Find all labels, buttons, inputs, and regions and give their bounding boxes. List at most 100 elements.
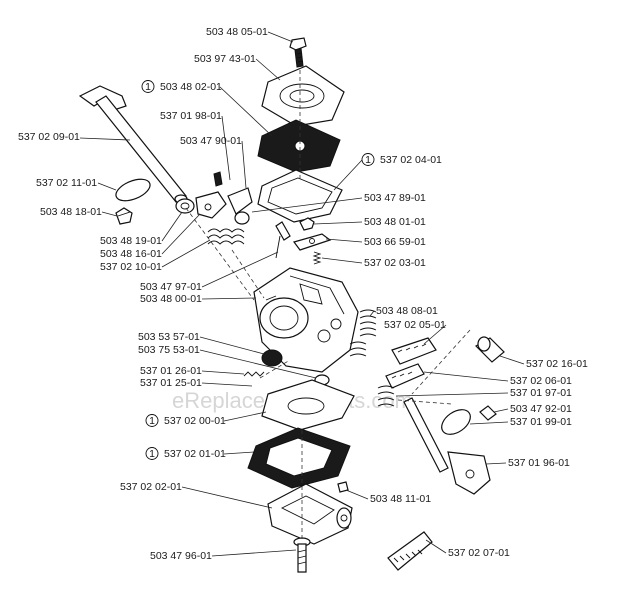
part-number-label: 537 01 99-01 bbox=[510, 416, 572, 428]
callout-c01: 503 48 05-01 bbox=[206, 26, 294, 43]
inlet-lever bbox=[292, 233, 332, 251]
leader-line bbox=[425, 539, 447, 554]
part-number-label: 537 02 03-01 bbox=[364, 257, 426, 269]
throttle-valve bbox=[115, 178, 151, 202]
callout-c08: 537 02 11-01 bbox=[36, 177, 117, 191]
callout-c34: 503 48 11-01 bbox=[345, 489, 431, 505]
leader-line bbox=[201, 251, 279, 288]
part-number-label: 503 47 90-01 bbox=[180, 135, 242, 147]
cover-screw bbox=[293, 537, 311, 573]
leader-line bbox=[485, 462, 507, 465]
leader-line bbox=[79, 137, 131, 141]
part-number-label: 503 47 96-01 bbox=[150, 550, 212, 562]
part-number-label: 503 97 43-01 bbox=[194, 53, 256, 65]
part-number-label: 503 48 18-01 bbox=[40, 206, 102, 218]
part-number-label: 503 48 19-01 bbox=[100, 235, 162, 247]
leader-line bbox=[211, 549, 297, 557]
metering-cover bbox=[267, 481, 353, 545]
leader-line bbox=[313, 221, 363, 225]
metering-diaphragm bbox=[261, 379, 355, 431]
part-number-label: 503 47 97-01 bbox=[140, 281, 202, 293]
leader-line bbox=[161, 213, 201, 255]
part-number-label: 503 48 08-01 bbox=[376, 305, 438, 317]
callout-c26: 537 02 06-01 bbox=[423, 371, 572, 387]
callout-c25: 537 01 25-01 bbox=[140, 377, 253, 389]
leader-line bbox=[423, 324, 447, 345]
part-number-label: 503 47 92-01 bbox=[510, 403, 572, 415]
callout-c11: 503 48 01-01 bbox=[313, 216, 426, 228]
callout-c27: 537 01 97-01 bbox=[395, 387, 572, 399]
kit-marker-number: 1 bbox=[149, 448, 155, 460]
callout-c12: 503 48 19-01 bbox=[100, 211, 183, 247]
callout-c17: 503 47 97-01 bbox=[140, 251, 279, 293]
callout-c28: 503 47 92-01 bbox=[493, 403, 572, 415]
part-number-label: 537 01 25-01 bbox=[140, 377, 202, 389]
part-number-label: 537 01 96-01 bbox=[508, 457, 570, 469]
leader-line bbox=[325, 238, 363, 243]
callout-c09: 503 47 89-01 bbox=[251, 192, 426, 213]
pump-gasket bbox=[257, 169, 343, 223]
leader-line bbox=[161, 239, 211, 268]
metering-gasket bbox=[247, 427, 351, 489]
part-number-label: 503 48 01-01 bbox=[364, 216, 426, 228]
kit-marker-circle bbox=[361, 153, 375, 166]
callout-c19: 503 48 08-01 bbox=[369, 305, 438, 317]
part-number-label: 503 47 89-01 bbox=[364, 192, 426, 204]
lever-screw bbox=[299, 217, 315, 231]
callout-c13: 503 48 16-01 bbox=[100, 213, 201, 260]
kit-marker-circle bbox=[145, 414, 159, 427]
leader-line bbox=[199, 349, 317, 379]
leader-line bbox=[423, 371, 509, 382]
callout-c23: 537 02 16-01 bbox=[499, 355, 588, 370]
part-number-label: 537 02 05-01 bbox=[384, 319, 446, 331]
adjustment-needles bbox=[385, 337, 437, 389]
leader-line bbox=[395, 392, 509, 397]
part-number-label: 537 02 07-01 bbox=[448, 547, 510, 559]
return-spring bbox=[207, 228, 245, 245]
leader-line bbox=[161, 211, 183, 242]
leader-line bbox=[97, 182, 117, 191]
inlet-spring bbox=[312, 251, 322, 265]
top-screw bbox=[289, 37, 307, 68]
part-number-label: 537 02 16-01 bbox=[526, 358, 588, 370]
callout-c15: 537 02 10-01 bbox=[100, 239, 211, 273]
idle-spring bbox=[377, 385, 395, 407]
part-number-label: 537 02 04-01 bbox=[380, 154, 442, 166]
callout-c33: 537 02 02-01 bbox=[120, 481, 273, 509]
leader-line bbox=[223, 411, 267, 422]
callout-c24: 537 01 26-01 bbox=[140, 365, 245, 377]
part-number-label: 537 02 02-01 bbox=[120, 481, 182, 493]
part-number-label: 537 01 26-01 bbox=[140, 365, 202, 377]
leader-line bbox=[201, 297, 257, 300]
callout-c10: 503 48 18-01 bbox=[40, 206, 118, 218]
leader-line bbox=[201, 382, 253, 387]
callout-c21: 503 53 57-01 bbox=[138, 331, 265, 355]
part-number-label: 537 02 00-01 bbox=[164, 415, 226, 427]
callout-c18: 503 48 00-01 bbox=[140, 293, 257, 305]
kit-marker-circle bbox=[141, 80, 155, 93]
callout-c04: 537 01 98-01 bbox=[160, 110, 231, 181]
leader-line bbox=[321, 257, 363, 264]
adjust-screw bbox=[387, 531, 433, 571]
kit-marker-number: 1 bbox=[145, 81, 151, 93]
callout-c05: 503 47 90-01 bbox=[180, 135, 247, 189]
part-number-label: 537 02 01-01 bbox=[164, 448, 226, 460]
part-number-label: 537 01 98-01 bbox=[160, 110, 222, 122]
callout-c31: 1 537 02 01-01 bbox=[145, 447, 255, 460]
leader-line bbox=[221, 115, 231, 181]
callout-c22: 503 75 53-01 bbox=[138, 344, 317, 379]
callout-c20: 537 02 05-01 bbox=[384, 319, 447, 345]
leader-line bbox=[469, 421, 509, 425]
leader-line bbox=[255, 58, 281, 81]
part-number-label: 537 02 06-01 bbox=[510, 375, 572, 387]
part-number-label: 503 48 16-01 bbox=[100, 248, 162, 260]
callout-c06: 537 02 09-01 bbox=[18, 131, 131, 143]
callout-c32: 537 01 96-01 bbox=[485, 457, 570, 469]
leader-line bbox=[199, 336, 265, 355]
leader-line bbox=[499, 355, 525, 365]
throttle-lever bbox=[195, 171, 253, 225]
choke-screw bbox=[479, 405, 497, 421]
